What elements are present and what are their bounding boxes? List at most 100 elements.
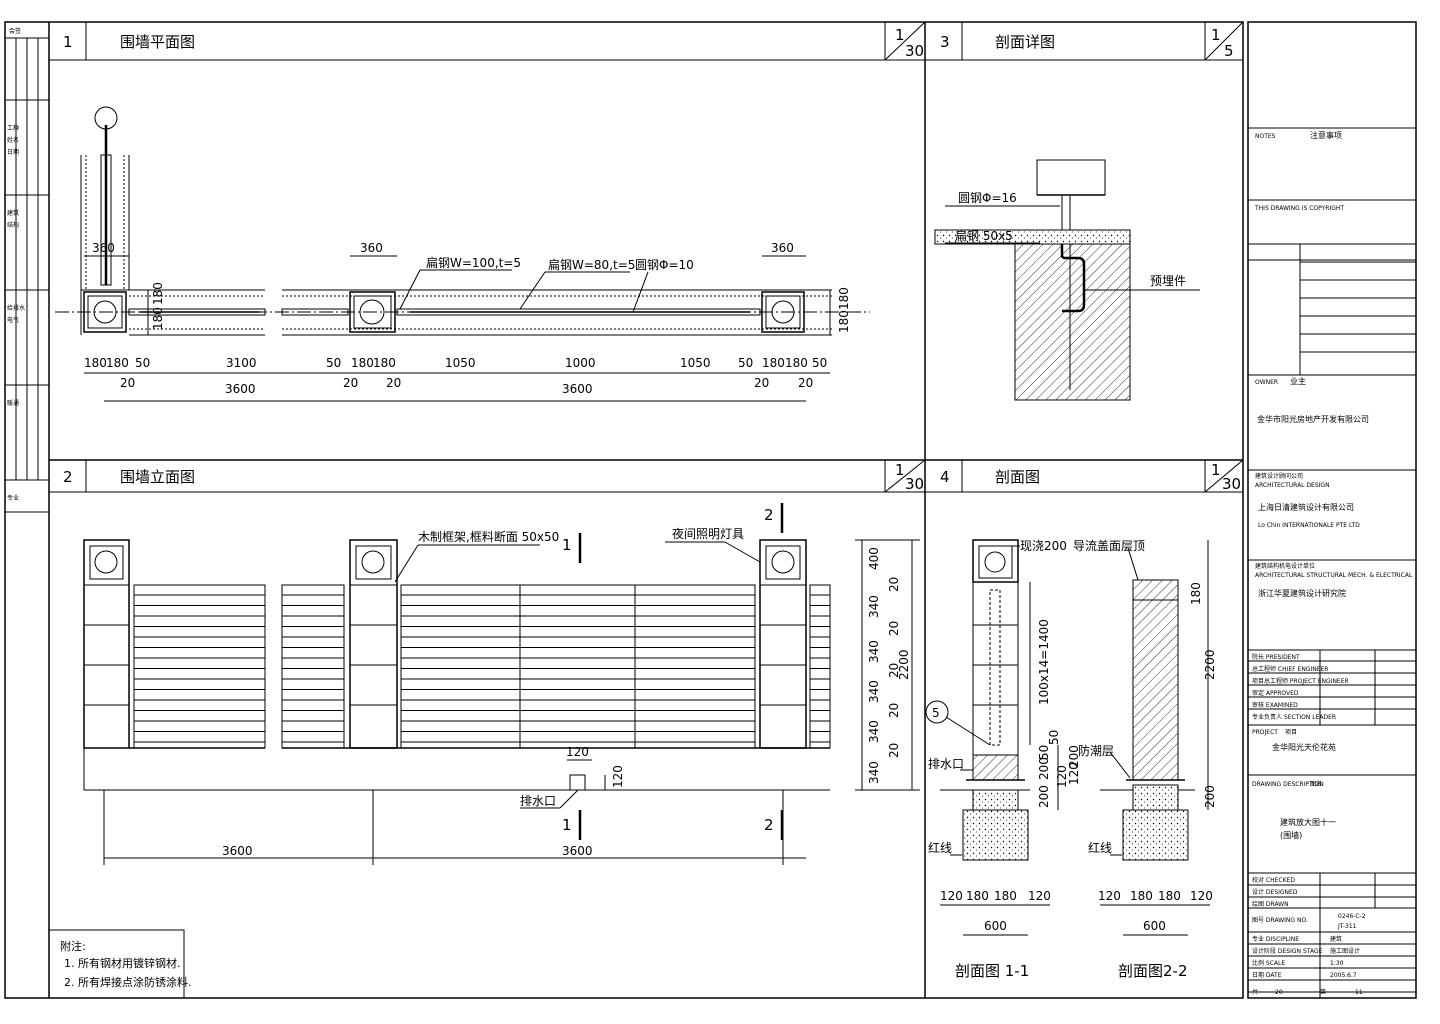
pier	[761, 291, 805, 333]
tb-sign: 设计 DESIGNED	[1252, 888, 1298, 896]
tb-designer1-en: Lo Chin INTERNATIONALE PTE LTD	[1258, 522, 1360, 529]
plan-view: 180 180 180 180 360 360 360 扁钢W=100,t=5 …	[55, 106, 870, 402]
scale-bottom: 30	[905, 475, 924, 493]
dim: 20	[887, 577, 901, 592]
strip-label: 给排水	[7, 304, 25, 312]
dim: 180	[1158, 889, 1181, 903]
view-title: 剖面详图	[995, 33, 1055, 51]
dim: 50	[326, 356, 341, 370]
dim: 50	[812, 356, 827, 370]
tb-role: 总工程师 CHIEF ENGINEER	[1252, 665, 1328, 673]
tb-total: 20	[1275, 989, 1283, 996]
scale-bottom: 30	[905, 42, 924, 60]
dim: 100x14=1400	[1037, 619, 1051, 705]
tb-date-label: 日期 DATE	[1252, 971, 1282, 979]
dim: 200	[1037, 757, 1051, 780]
dim: 50	[1037, 745, 1051, 760]
section-name: 剖面图2-2	[1118, 962, 1188, 980]
view-title: 围墙平面图	[120, 33, 195, 51]
strip-label: 建筑	[7, 209, 19, 217]
dim: 180	[373, 356, 396, 370]
tb-project-label: PROJECT	[1252, 729, 1278, 736]
dim: 20	[386, 376, 401, 390]
pier	[349, 291, 396, 333]
view-header-2: 2 围墙立面图 1 30	[63, 459, 926, 493]
dim: 360	[360, 241, 383, 255]
dim: 340	[867, 640, 881, 663]
elevation-label: 木制框架,框料断面 50x50	[418, 529, 559, 544]
strip-label: 姓名	[7, 136, 19, 144]
view-header-1: 1 围墙平面图 1 30	[63, 21, 926, 61]
section-mark: 1	[562, 536, 572, 554]
section-label: 排水口	[928, 757, 964, 771]
axis-bubble	[94, 106, 118, 130]
notes-heading: 附注:	[60, 939, 86, 953]
dim: 180	[106, 356, 129, 370]
dim: 180	[84, 356, 107, 370]
tb-stage: 施工图设计	[1330, 947, 1360, 955]
dim: 3600	[222, 844, 253, 858]
plan-label: 圆钢Φ=10	[635, 258, 694, 272]
dim: 180	[151, 307, 165, 330]
section-width: 600	[984, 919, 1007, 933]
dim: 1000	[565, 356, 596, 370]
tb-discipline-label: 专业 DISCIPLINE	[1252, 935, 1299, 943]
tb-arch2-label: ARCHITECTURAL STRUCTURAL MECH. & ELECTRI…	[1255, 572, 1413, 579]
tb-role: 审定 APPROVED	[1252, 689, 1299, 697]
elevation-view: 120 120 排水口 木制框架,框料断面 50x50 夜间照明灯具 1 2 1…	[48, 503, 920, 999]
dim: 3600	[562, 382, 593, 396]
dim: 20	[887, 621, 901, 636]
dim: 120	[1028, 889, 1051, 903]
tb-owner-label: OWNER	[1255, 379, 1278, 386]
scale-top: 1	[1211, 26, 1221, 44]
tb-scale-label: 比例 SCALE	[1252, 959, 1285, 967]
dim: 20	[798, 376, 813, 390]
scale-bottom: 30	[1222, 475, 1241, 493]
pier-elevation	[759, 539, 807, 749]
dim: 3600	[562, 844, 593, 858]
callout-bubble	[925, 700, 949, 724]
dim: 3600	[225, 382, 256, 396]
section-mark: 2	[764, 506, 774, 524]
dim: 50	[738, 356, 753, 370]
tb-drawing-cn: 图名	[1310, 780, 1322, 788]
tb-total-label: 共	[1252, 988, 1258, 996]
section-label: 红线	[1088, 840, 1112, 855]
detail-label: 圆钢Φ=16	[958, 191, 1017, 205]
section-detail-view: 圆钢Φ=16 扁钢 50x5 预埋件	[934, 159, 1200, 401]
strip-label: 结构	[7, 221, 19, 229]
section-label: 现浇200	[1020, 539, 1067, 553]
dim: 360	[771, 241, 794, 255]
tb-drawing-title: 建筑放大图十一	[1280, 817, 1336, 827]
tb-project-cn: 项目	[1285, 729, 1297, 736]
section-mark: 1	[562, 816, 572, 834]
note-item: 1. 所有钢材用镀锌钢材.	[64, 956, 181, 970]
tb-arch2-cn: 建筑结构机电设计单位	[1255, 562, 1315, 570]
dim: 120	[611, 765, 625, 788]
note-item: 2. 所有焊接点涂防锈涂料.	[64, 975, 192, 989]
dim: 180	[994, 889, 1017, 903]
tb-arch-label: ARCHITECTURAL DESIGN	[1255, 482, 1330, 489]
detail-label: 预埋件	[1150, 274, 1186, 288]
elevation-label: 夜间照明灯具	[672, 526, 744, 541]
strip-label: 电气	[7, 316, 19, 324]
dim: 340	[867, 680, 881, 703]
dim: 120	[1190, 889, 1213, 903]
dim: 200	[1203, 785, 1217, 808]
dim: 20	[343, 376, 358, 390]
scale-top: 1	[895, 26, 905, 44]
tb-arch-cn: 建筑设计顾问公司	[1255, 472, 1303, 480]
view-header-4: 4 剖面图 1 30	[940, 459, 1244, 493]
tb-copyright: THIS DRAWING IS COPYRIGHT	[1254, 205, 1344, 212]
dim: 180	[351, 356, 374, 370]
dim: 50	[1047, 730, 1061, 745]
tb-role: 项目总工程师 PROJECT ENGINEER	[1252, 677, 1349, 685]
section-name: 剖面图 1-1	[955, 962, 1029, 980]
dim: 20	[887, 703, 901, 718]
dim: 400	[867, 547, 881, 570]
dim: 20	[887, 663, 901, 678]
dim: 340	[867, 595, 881, 618]
dim: 200	[1037, 785, 1051, 808]
main-frame	[4, 21, 1244, 999]
countersign-strip: 会签 工种 姓名 日期 建筑 结构 给排水 电气 暖通 专业	[5, 27, 49, 513]
